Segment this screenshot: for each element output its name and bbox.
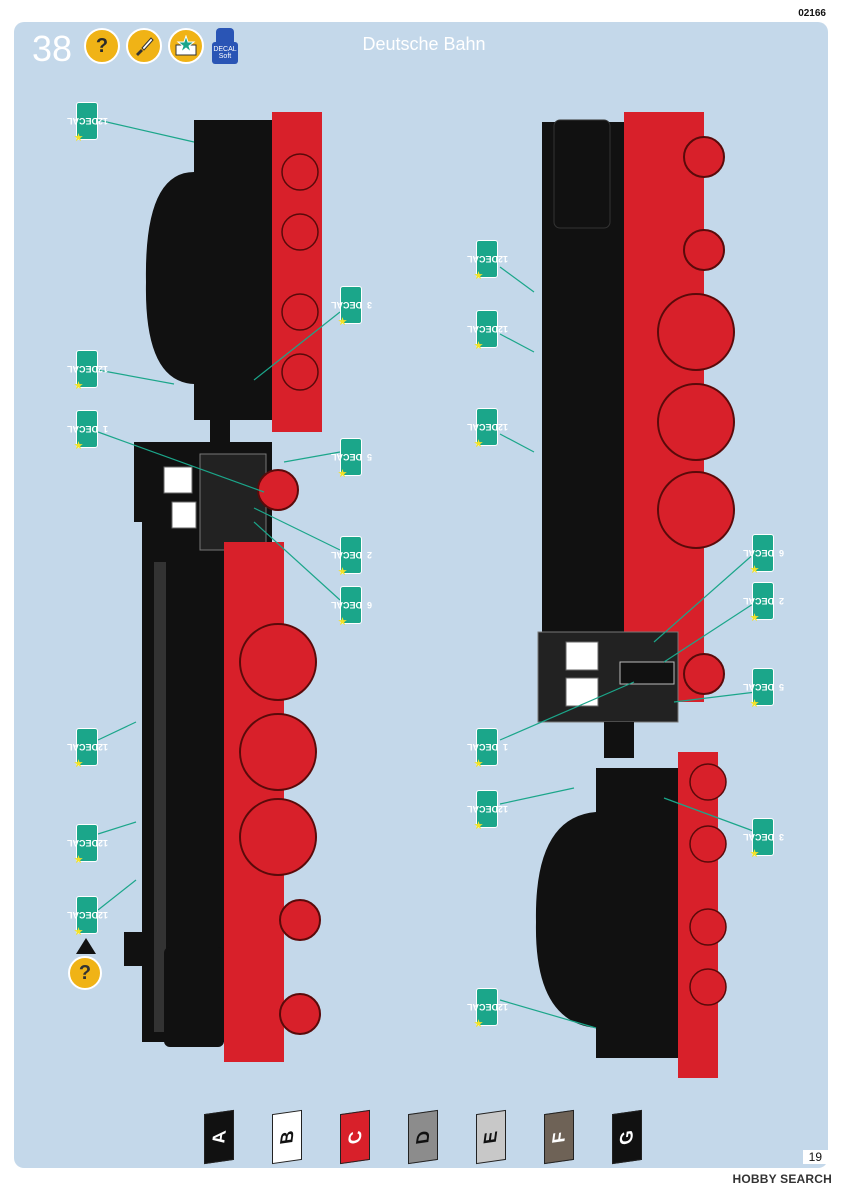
decal-callout: DECAL 12 [67,896,108,936]
brush-icon [126,28,162,64]
decal-callout: DECAL 6 [743,534,784,574]
left-driving-wheels [239,469,321,1035]
right-tender [535,752,718,1078]
swatch-e: E [476,1109,506,1165]
swatch-c: C [340,1109,370,1165]
watermark: HOBBY SEARCH [732,1172,832,1186]
swatch-a: A [204,1109,234,1165]
decal-callout: DECAL 1 [67,410,108,450]
decal-callout: DECAL 12 [67,824,108,864]
decal-callout: DECAL 3 [331,286,372,326]
decal-callout: DECAL 12 [467,310,508,350]
swatch-b: B [272,1109,302,1165]
right-driving-wheels [657,136,735,695]
page-number: 19 [802,1150,828,1164]
decal-callout: DECAL 12 [67,102,108,142]
swatch-g: G [612,1109,642,1165]
locomotive-drawing [97,112,757,1078]
arrow-marker-icon [76,938,96,954]
step-number: 38 [32,28,73,69]
decal-callout: DECAL 12 [467,988,508,1028]
decal-callout: DECAL 12 [467,408,508,448]
decal-callout: DECAL 12 [67,350,108,390]
decal-bottle-icon: DECAL Soft [210,28,240,66]
left-tender-wheels [281,153,319,391]
page-title: Deutsche Bahn [362,34,486,54]
product-code: 02166 [798,8,826,19]
decal-callout: DECAL 12 [467,790,508,830]
decal-callout: DECAL 1 [467,728,508,768]
decal-callout: DECAL 5 [331,438,372,478]
question-icon: ? [84,28,120,64]
decal-callout: DECAL 2 [743,582,784,622]
decal-callout: DECAL 12 [67,728,108,768]
callout-leaders [97,119,757,1029]
swatch-d: D [408,1109,438,1165]
question-marker-icon: ? [68,956,102,990]
star-icon [168,28,204,64]
swatch-f: F [544,1109,574,1165]
decal-callout: DECAL 5 [743,668,784,708]
decal-callout: DECAL 6 [331,586,372,626]
decal-callout: DECAL 3 [743,818,784,858]
right-tender-wheels [689,763,727,1006]
decal-callout: DECAL 2 [331,536,372,576]
decal-callout: DECAL 12 [467,240,508,280]
step-icons: ? DECAL Soft [84,28,240,66]
